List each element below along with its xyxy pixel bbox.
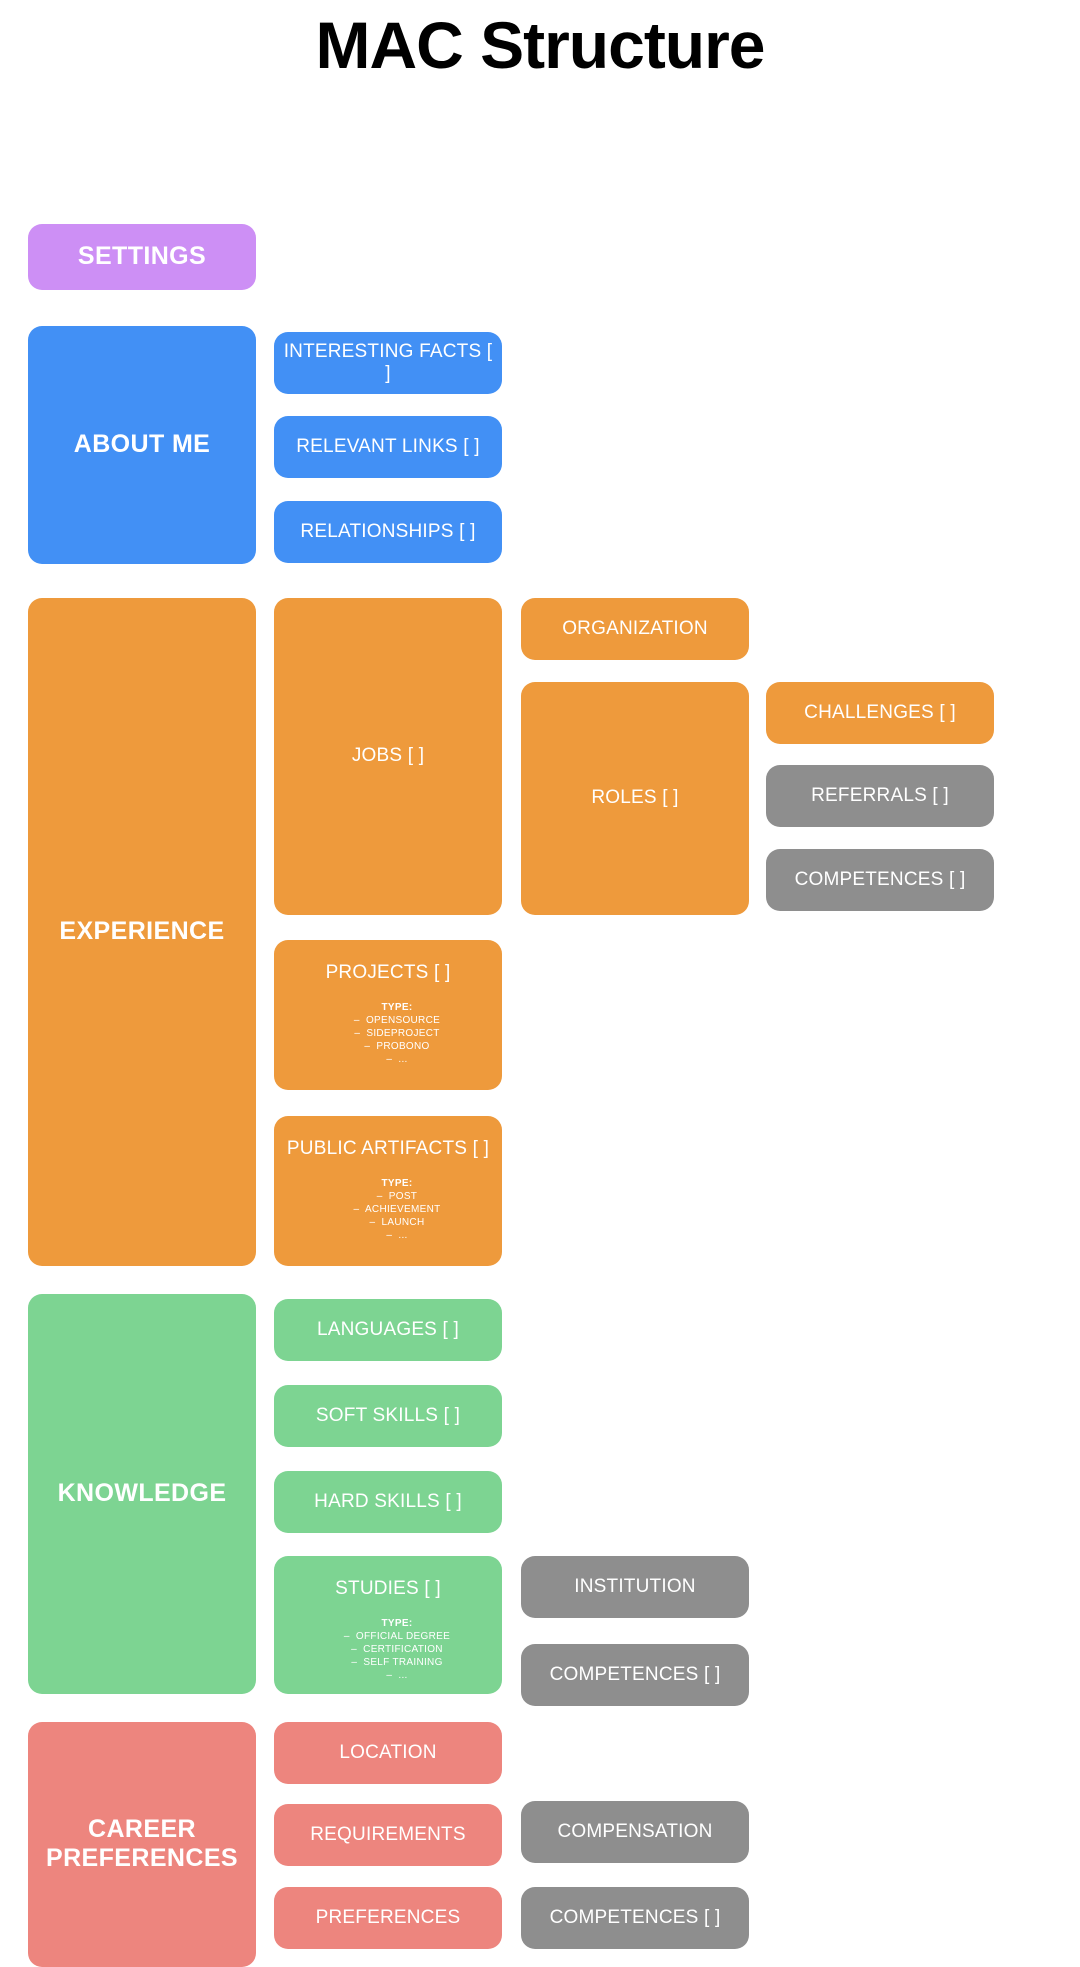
node-competences-knowledge[interactable]: COMPETENCES [ ] [521,1643,749,1706]
node-soft-skills[interactable]: SOFT SKILLS [ ] [274,1384,502,1447]
public-artifacts-type-item: – POST [376,1191,418,1203]
node-competences-career[interactable]: COMPETENCES [ ] [521,1886,749,1949]
node-relationships[interactable]: RELATIONSHIPS [ ] [274,500,502,563]
studies-type-item: – OFFICIAL DEGREE [343,1631,451,1643]
public-artifacts-type-item: – LAUNCH [369,1217,425,1229]
node-projects[interactable]: PROJECTS [ ] TYPE: – OPENSOURCE – SIDEPR… [274,939,502,1090]
node-requirements[interactable]: REQUIREMENTS [274,1803,502,1866]
node-institution[interactable]: INSTITUTION [521,1555,749,1618]
projects-type-block: TYPE: – OPENSOURCE – SIDEPROJECT – PROBO… [274,984,502,1067]
node-experience[interactable]: EXPERIENCE [28,597,256,1266]
node-hard-skills[interactable]: HARD SKILLS [ ] [274,1470,502,1533]
node-public-artifacts-title: PUBLIC ARTIFACTS [ ] [286,1137,490,1159]
node-knowledge[interactable]: KNOWLEDGE [28,1293,256,1694]
public-artifacts-type-label: TYPE: [381,1177,413,1189]
node-roles[interactable]: ROLES [ ] [521,681,749,915]
studies-type-item: – CERTIFICATION [351,1644,443,1656]
node-challenges[interactable]: CHALLENGES [ ] [766,681,994,744]
node-competences-experience[interactable]: COMPETENCES [ ] [766,848,994,911]
node-jobs[interactable]: JOBS [ ] [274,597,502,915]
structure-diagram: SETTINGS ABOUT ME INTERESTING FACTS [ ] … [0,84,1080,1967]
node-organization[interactable]: ORGANIZATION [521,597,749,660]
node-career-preferences[interactable]: CAREER PREFERENCES [28,1721,256,1967]
node-projects-title: PROJECTS [ ] [325,961,451,983]
projects-type-label: TYPE: [381,1001,413,1013]
node-about-me[interactable]: ABOUT ME [28,325,256,564]
public-artifacts-type-item: – ... [386,1230,408,1242]
node-interesting-facts[interactable]: INTERESTING FACTS [ ] [274,331,502,394]
studies-type-block: TYPE: – OFFICIAL DEGREE – CERTIFICATION … [274,1600,502,1683]
studies-type-item: – SELF TRAINING [351,1657,443,1669]
node-settings[interactable]: SETTINGS [28,223,256,290]
studies-type-item: – ... [386,1670,408,1682]
public-artifacts-type-block: TYPE: – POST – ACHIEVEMENT – LAUNCH – ..… [274,1160,502,1243]
node-relevant-links[interactable]: RELEVANT LINKS [ ] [274,415,502,478]
node-languages[interactable]: LANGUAGES [ ] [274,1298,502,1361]
node-referrals[interactable]: REFERRALS [ ] [766,764,994,827]
node-location[interactable]: LOCATION [274,1721,502,1784]
public-artifacts-type-item: – ACHIEVEMENT [353,1204,441,1216]
page-title: MAC Structure [315,8,765,82]
projects-type-item: – PROBONO [364,1041,430,1053]
node-public-artifacts[interactable]: PUBLIC ARTIFACTS [ ] TYPE: – POST – ACHI… [274,1115,502,1266]
projects-type-item: – SIDEPROJECT [354,1028,440,1040]
projects-type-item: – ... [386,1054,408,1066]
node-studies[interactable]: STUDIES [ ] TYPE: – OFFICIAL DEGREE – CE… [274,1555,502,1694]
node-preferences[interactable]: PREFERENCES [274,1886,502,1949]
studies-type-label: TYPE: [381,1617,413,1629]
node-compensation[interactable]: COMPENSATION [521,1800,749,1863]
projects-type-item: – OPENSOURCE [353,1015,441,1027]
node-studies-title: STUDIES [ ] [335,1577,441,1599]
